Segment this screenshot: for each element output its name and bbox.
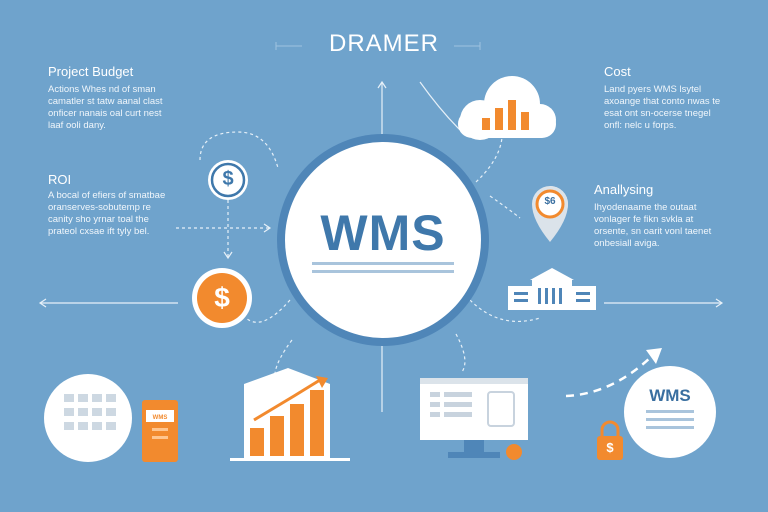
badge-label: WMS: [649, 386, 691, 405]
pin-label: $6: [544, 196, 556, 207]
wms-hub: [277, 134, 489, 346]
hub-title: WMS: [320, 205, 446, 261]
mobile-device-icon: [142, 400, 178, 462]
roi-body: A bocal of efiers of smatbae oranserves-…: [48, 190, 166, 237]
dollar-symbol-large: $: [214, 282, 230, 313]
bank-building-icon: [508, 268, 596, 310]
growth-chart-icon: [230, 368, 350, 461]
cost-body: Land pyers WMS lsytel axoange that conto…: [604, 84, 721, 131]
trend-arrow-icon: [565, 348, 662, 398]
wms-badge: [624, 366, 716, 458]
location-pin-icon: [532, 186, 568, 242]
project-budget-body: Actions Whes nd of sman camatler st tatw…: [48, 84, 163, 131]
dollar-symbol: $: [222, 168, 234, 190]
dollar-coin-large-icon: [192, 268, 252, 328]
cost-title: Cost: [604, 64, 631, 79]
analysing-title: Anallysing: [594, 182, 654, 197]
device-label: WMS: [152, 415, 168, 421]
desktop-monitor-icon: [420, 378, 528, 460]
page-title: DRAMER: [328, 30, 439, 57]
header-divider: [275, 42, 481, 50]
calendar-grid-icon: [44, 374, 132, 462]
analysing-body: Ihyodenaame the outaat vonlager fe fikn …: [594, 202, 712, 249]
project-budget-title: Project Budget: [48, 64, 134, 79]
padlock-icon: [597, 420, 623, 460]
roi-title: ROI: [48, 172, 72, 187]
cloud-chart-icon: [458, 76, 556, 140]
lock-symbol: $: [606, 440, 614, 455]
dollar-coin-icon: [208, 160, 248, 200]
